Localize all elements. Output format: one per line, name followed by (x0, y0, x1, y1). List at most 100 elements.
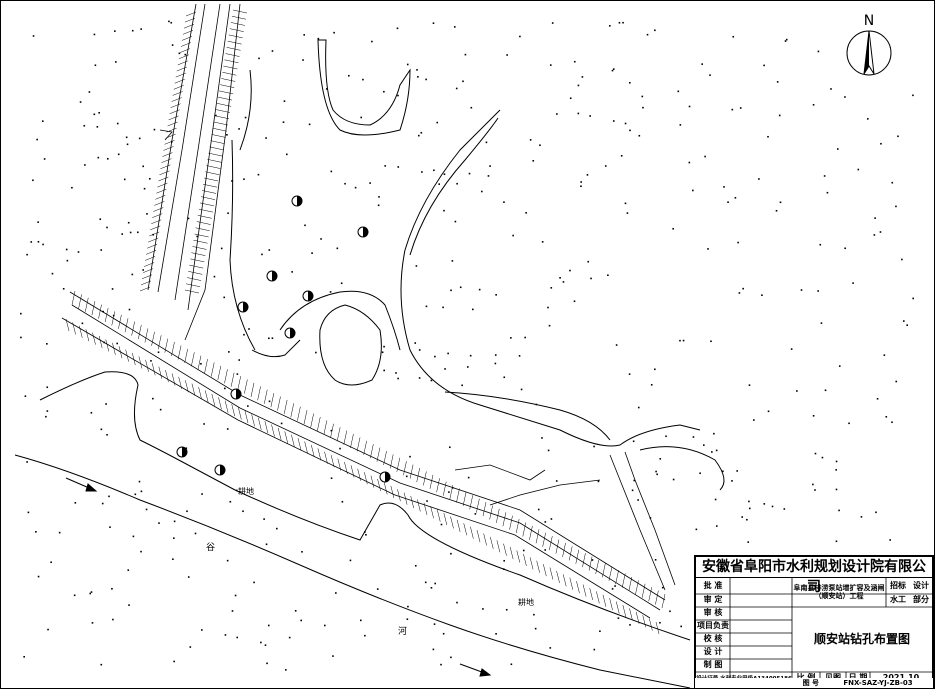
hatch-line (125, 349, 129, 362)
hatch-line (177, 60, 188, 66)
survey-point (111, 587, 113, 590)
hatch-line (171, 97, 182, 102)
hatch-line (145, 256, 156, 261)
survey-point (456, 601, 458, 604)
hatch-line (181, 36, 193, 41)
hatch-line (178, 54, 189, 60)
survey-point (99, 218, 102, 221)
survey-point (462, 80, 464, 83)
hatch-line (225, 53, 240, 57)
hatch-line (529, 557, 534, 570)
hatch-line (229, 28, 244, 32)
hatch-line (231, 15, 246, 20)
survey-point (37, 221, 39, 223)
north-label: N (864, 13, 874, 29)
survey-point (742, 287, 744, 290)
hatch-line (216, 103, 232, 107)
hatch-line (648, 587, 652, 602)
survey-point (126, 143, 129, 146)
survey-point (715, 525, 718, 527)
hatch-line (642, 615, 646, 628)
survey-point (115, 61, 117, 63)
survey-point (659, 621, 661, 624)
survey-point (819, 243, 822, 246)
survey-point (26, 461, 28, 463)
survey-point (37, 240, 40, 243)
drawing-number-row: 图 号 FNX-SAZ-YJ-ZB-03 (694, 678, 934, 689)
hatch-line (184, 348, 188, 363)
hatch-line (211, 134, 226, 138)
hatch-line (140, 280, 152, 286)
hatch-line (144, 328, 149, 343)
hatch-line (71, 290, 76, 306)
survey-point (632, 440, 635, 443)
survey-point (654, 368, 656, 371)
survey-point (106, 226, 108, 229)
survey-point (876, 397, 879, 400)
survey-point (433, 169, 435, 172)
hatch-line (303, 410, 308, 425)
hatch-line (376, 447, 381, 462)
survey-point (835, 540, 838, 543)
survey-point (257, 173, 260, 176)
survey-point (622, 21, 624, 24)
hatch-line (79, 325, 83, 338)
hatch-line (157, 182, 168, 188)
hatch-line (164, 140, 175, 145)
survey-point (158, 522, 160, 524)
hatch-line (350, 465, 355, 478)
hatch-line (655, 621, 660, 635)
survey-point (418, 377, 421, 379)
hatch-line (98, 304, 102, 319)
survey-point (100, 428, 103, 431)
survey-point (614, 585, 616, 587)
survey-point (247, 405, 249, 407)
hatch-line (516, 550, 521, 563)
hatch-line (206, 165, 221, 169)
survey-point (629, 624, 631, 626)
survey-point (108, 495, 110, 498)
hatch-line (615, 601, 620, 614)
survey-point (451, 487, 454, 489)
hatch-line (191, 252, 206, 256)
survey-point (591, 559, 594, 561)
survey-point (485, 141, 488, 144)
survey-point (487, 175, 490, 177)
hatch-line (622, 604, 627, 618)
hatch-line (397, 489, 401, 502)
survey-point (537, 508, 540, 511)
survey-point (377, 204, 380, 207)
hatch-line (277, 427, 282, 441)
survey-point (106, 157, 109, 160)
survey-point (519, 35, 521, 38)
borehole-fill (363, 227, 368, 237)
survey-point (737, 241, 739, 244)
survey-point (489, 165, 491, 167)
survey-point (597, 480, 600, 483)
survey-point (741, 516, 744, 518)
survey-point (761, 294, 763, 296)
survey-point (23, 655, 25, 658)
survey-point (891, 421, 893, 424)
survey-point (692, 189, 694, 192)
survey-point (397, 377, 399, 380)
survey-point (434, 582, 437, 585)
borehole-fill (272, 271, 277, 281)
hatch-line (482, 502, 487, 517)
survey-point (688, 105, 691, 108)
hatch-line (166, 127, 177, 133)
survey-point (836, 148, 839, 150)
survey-point (153, 128, 156, 131)
survey-point (189, 646, 192, 648)
hatch-line (167, 121, 178, 127)
survey-point (383, 345, 385, 348)
hatch-line (152, 213, 163, 218)
survey-point (624, 122, 627, 125)
survey-point (417, 76, 419, 78)
hatch-line (264, 389, 268, 404)
survey-point (285, 669, 287, 671)
survey-point (779, 201, 782, 204)
hatch-line (196, 221, 211, 225)
hatch-line (390, 485, 395, 498)
